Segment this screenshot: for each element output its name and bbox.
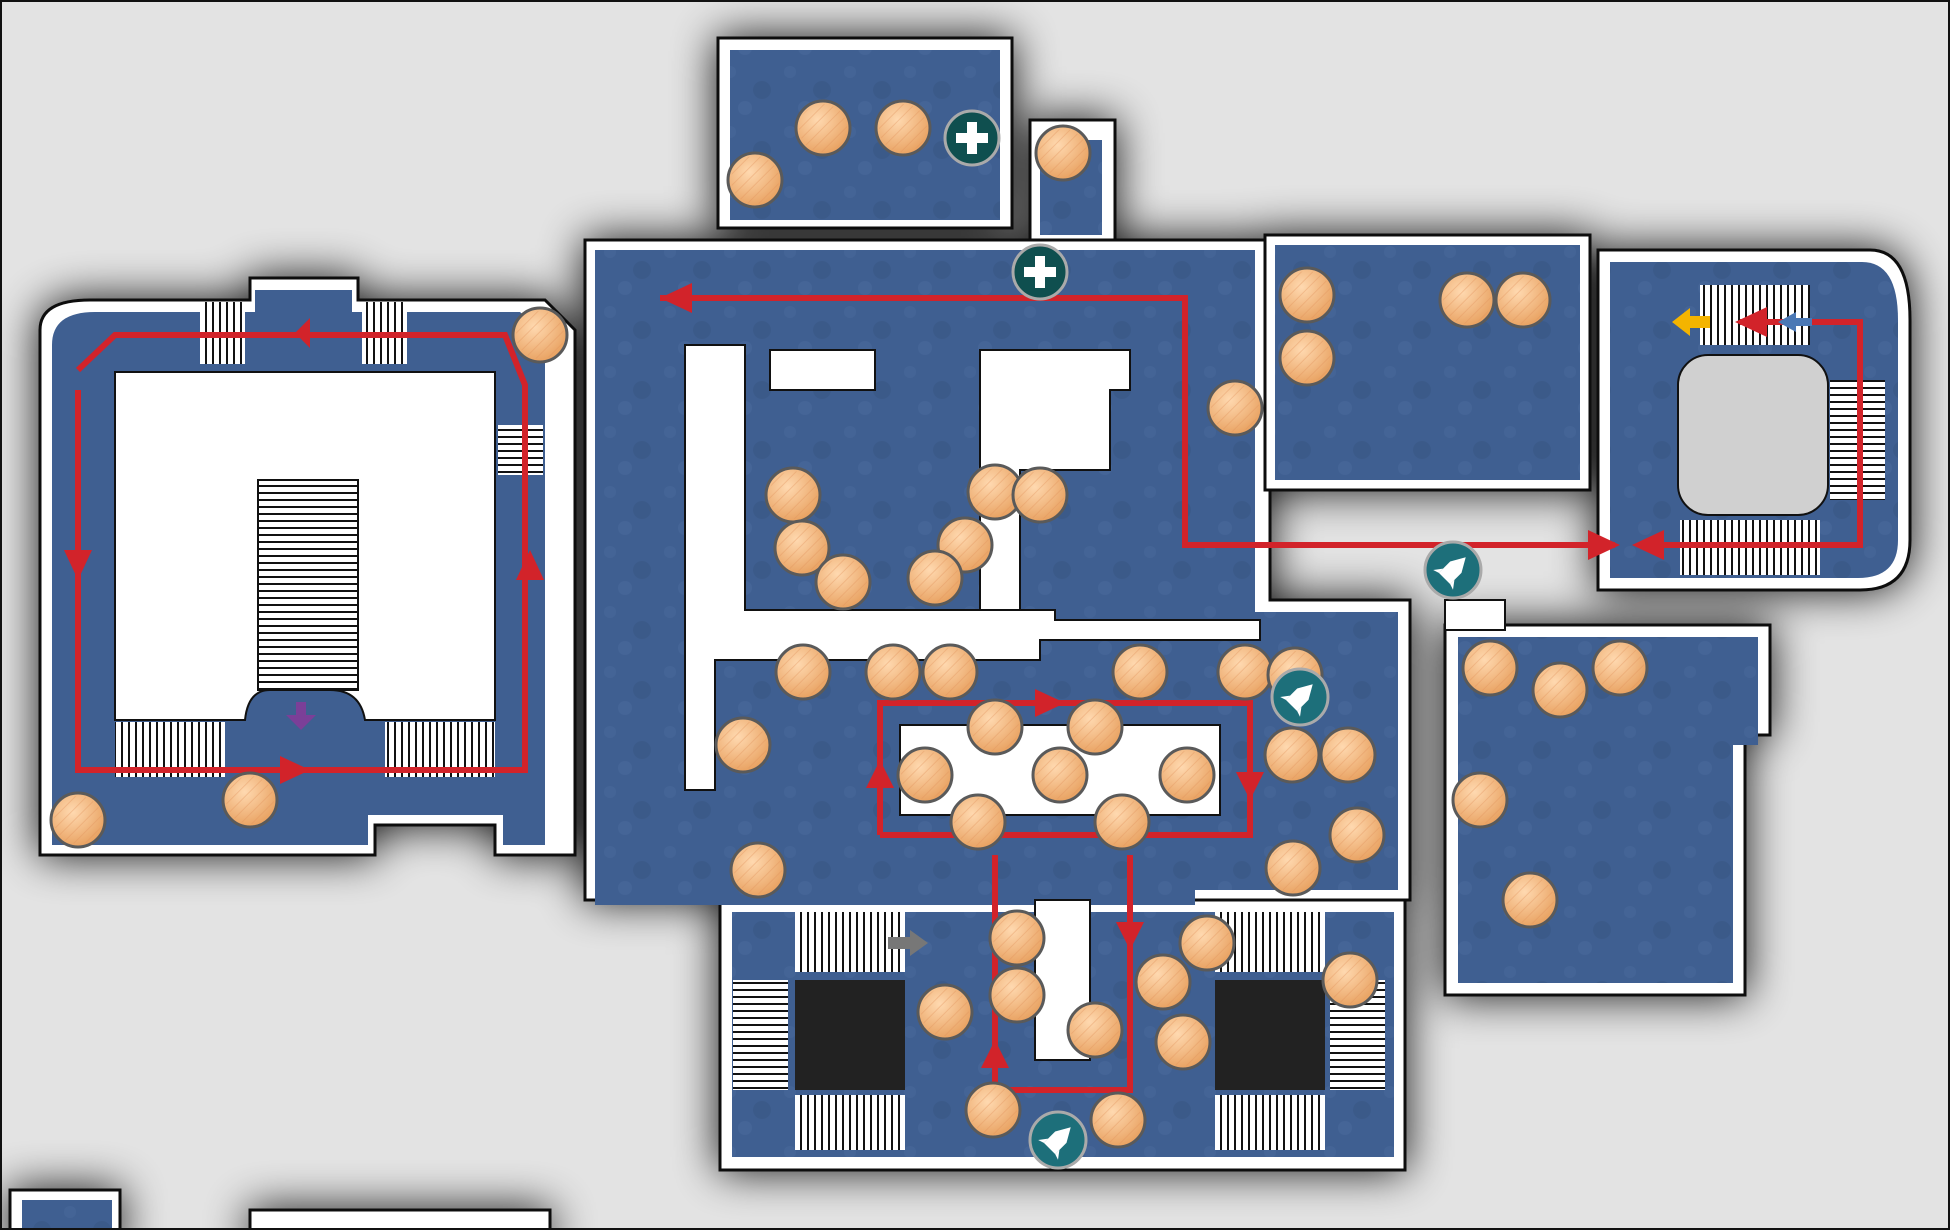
gray-arrow-icon (888, 930, 928, 956)
collectible-orb[interactable] (1093, 793, 1151, 851)
plus-icon (956, 122, 988, 154)
collectible-orb[interactable] (1011, 466, 1069, 524)
speed-pickup[interactable] (1028, 1110, 1088, 1170)
yellow-arrow-icon (1672, 308, 1710, 336)
rocket-icon (1038, 1127, 1071, 1160)
collectible-orb[interactable] (729, 841, 787, 899)
collectible-orb[interactable] (1263, 726, 1321, 784)
collectible-orb[interactable] (1089, 1091, 1147, 1149)
collectible-orb[interactable] (896, 746, 954, 804)
collectible-orb[interactable] (1154, 1013, 1212, 1071)
collectible-orb[interactable] (49, 791, 107, 849)
rocket-icon (1433, 557, 1466, 590)
collectible-orb[interactable] (1321, 951, 1379, 1009)
collectible-orb[interactable] (1066, 1001, 1124, 1059)
bottom-center-fragment (248, 1208, 552, 1230)
speed-pickup[interactable] (1270, 667, 1330, 727)
collectible-orb[interactable] (511, 306, 569, 364)
collectible-orb[interactable] (1319, 726, 1377, 784)
collectible-orb[interactable] (1278, 266, 1336, 324)
blue-arrow-icon (1778, 312, 1812, 332)
collectible-orb[interactable] (966, 698, 1024, 756)
collectible-orb[interactable] (1158, 746, 1216, 804)
collectible-orb[interactable] (221, 771, 279, 829)
collectible-orb[interactable] (916, 983, 974, 1041)
collectible-orb[interactable] (1178, 914, 1236, 972)
collectible-orb[interactable] (1501, 871, 1559, 929)
speed-pickups (1028, 540, 1483, 1170)
collectible-orb[interactable] (921, 643, 979, 701)
collectible-orb[interactable] (1111, 643, 1169, 701)
stairs (115, 285, 1885, 1150)
collectible-orb[interactable] (1066, 698, 1124, 756)
collectible-orb[interactable] (1206, 379, 1264, 437)
rocket-icon (1280, 684, 1313, 717)
collectible-orb[interactable] (714, 716, 772, 774)
collectible-orb[interactable] (949, 793, 1007, 851)
health-pickup[interactable] (943, 109, 1001, 167)
collectible-orb[interactable] (1531, 661, 1589, 719)
health-pickups (943, 109, 1069, 301)
collectible-orb[interactable] (1451, 771, 1509, 829)
collectible-orb[interactable] (1134, 953, 1192, 1011)
collectible-orb[interactable] (1278, 329, 1336, 387)
patrol-routes (64, 283, 1863, 1093)
collectible-orb[interactable] (1328, 806, 1386, 864)
collectible-orb[interactable] (814, 553, 872, 611)
collectible-orb[interactable] (726, 151, 784, 209)
collectibles (49, 99, 1649, 1149)
collectible-orb[interactable] (1591, 639, 1649, 697)
collectible-orb[interactable] (1264, 839, 1322, 897)
collectible-orb[interactable] (1438, 271, 1496, 329)
collectible-orb[interactable] (1031, 746, 1089, 804)
collectible-orb[interactable] (988, 909, 1046, 967)
collectible-orb[interactable] (773, 519, 831, 577)
collectible-orb[interactable] (964, 1081, 1022, 1139)
health-pickup[interactable] (1011, 243, 1069, 301)
collectible-orb[interactable] (774, 643, 832, 701)
collectible-orb[interactable] (1034, 124, 1092, 182)
collectible-orb[interactable] (764, 466, 822, 524)
collectible-orb[interactable] (1216, 643, 1274, 701)
collectible-orb[interactable] (1461, 639, 1519, 697)
speed-pickup[interactable] (1423, 540, 1483, 600)
collectible-orb[interactable] (794, 99, 852, 157)
markers (286, 308, 1812, 956)
collectible-orb[interactable] (1494, 271, 1552, 329)
collectible-orb[interactable] (864, 643, 922, 701)
purple-arrow-icon (286, 702, 316, 730)
collectible-orb[interactable] (874, 99, 932, 157)
collectible-orb[interactable] (906, 549, 964, 607)
collectible-orb[interactable] (988, 966, 1046, 1024)
plus-icon (1024, 256, 1056, 288)
